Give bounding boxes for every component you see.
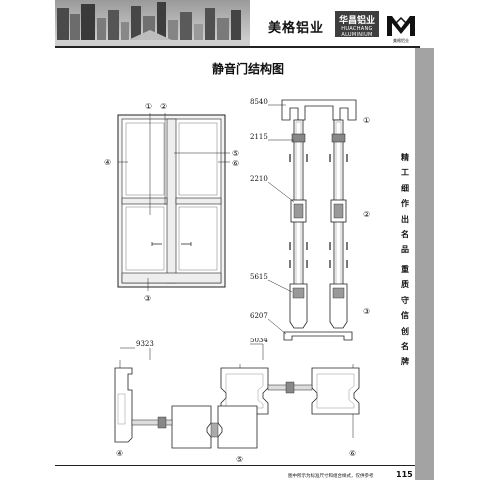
section-callout-1: ① [363,116,370,125]
brand-name: 美格铝业 [268,21,325,36]
logo-english-text: HUACHANG ALUMINIUM [341,26,373,38]
profile-label-5615: 5615 [250,273,268,281]
huachang-logo: 华昌铝业 HUACHANG ALUMINIUM [335,11,379,38]
horizontal-section-drawing: 9323 5034 ④ ⑤ ⑥ [114,338,360,464]
door-elevation-drawing: ① ② ④ ⑤ ⑥ ③ [104,102,239,303]
side-slogan-2: 重质守信创名牌 [401,265,409,367]
profile-label-2210: 2210 [250,175,268,183]
hsection-callout-4: ④ [116,449,123,458]
header-city-photo [55,0,250,46]
section-callout-2: ② [363,210,370,219]
hsection-callout-6: ⑥ [349,449,356,458]
side-slogan-1: 精工细作出名品 [401,153,409,255]
profile-label-5034: 5034 [250,338,268,344]
profile-label-2115: 2115 [250,133,268,141]
callout-1: ① [145,102,152,111]
profile-label-6207: 6207 [250,312,268,320]
logo-subtitle: 美格铝业 [393,38,409,43]
right-sidebar-band [415,48,434,480]
callout-6: ⑥ [232,159,239,168]
profile-label-8540: 8540 [250,98,268,106]
footer-note: 图中所示为标准尺寸和组合样式，仅供参考 [288,474,374,479]
profile-label-9323: 9323 [136,340,154,348]
footer-rule [55,465,415,466]
callout-4: ④ [104,158,111,167]
hsection-callout-5: ⑤ [236,455,243,464]
callout-3: ③ [144,294,151,303]
callout-5: ⑤ [232,149,239,158]
vertical-section-drawing: 8540 2115 2210 5615 6207 ① ② ③ [250,98,370,341]
header-rule [55,46,420,48]
logo-chinese-text: 华昌铝业 [338,16,375,26]
meige-m-logo-icon [386,13,416,39]
page-number: 115 [396,470,413,479]
page-title: 静音门结构图 [211,62,284,76]
callout-2: ② [160,102,167,111]
section-callout-3: ③ [363,307,370,316]
